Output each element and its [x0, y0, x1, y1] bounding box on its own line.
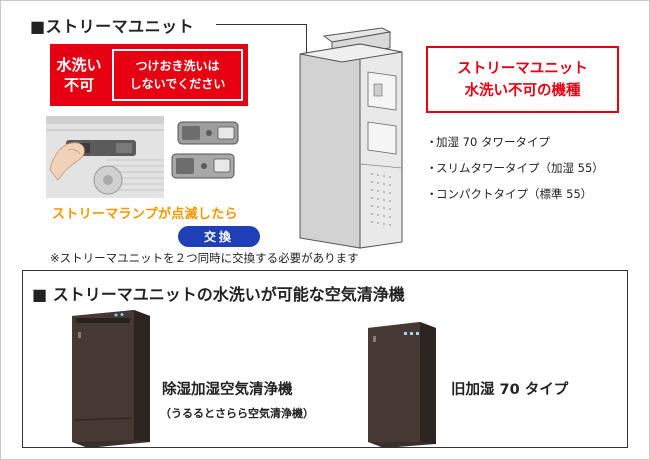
dehumidifying-air-purifier-image — [72, 310, 150, 448]
callout-line — [216, 24, 306, 25]
lamp-blinking-text: ストリーマランプが点滅したら — [52, 207, 238, 222]
list-item: ・スリムタワータイプ（加湿 55） — [426, 155, 604, 181]
product-2-label: 旧加湿 70 タイプ — [451, 382, 569, 398]
tower-air-purifier-illustration — [299, 27, 403, 249]
replace-both-note: ※ストリーマユニットを２つ同時に交換する必要があります — [50, 251, 359, 265]
product-1-label: 除湿加湿空気清浄機 — [162, 382, 293, 398]
no-wash-models-box: ストリーマユニット 水洗い不可の機種 — [426, 46, 619, 113]
no-wash-label: 水洗い 不可 — [50, 44, 108, 106]
streamer-unit-section-title: ■ストリーマユニット — [30, 17, 195, 36]
no-wash-models-line2: 水洗い不可の機種 — [464, 82, 581, 99]
model-name: スリムタワータイプ（加湿 55） — [436, 161, 604, 175]
no-wash-label-line2: 不可 — [63, 76, 94, 94]
bullet: ・ — [426, 135, 438, 149]
exchange-badge: 交換 — [178, 226, 260, 247]
model-name: コンパクトタイプ（標準 55） — [436, 187, 593, 201]
bullet: ・ — [426, 161, 438, 175]
no-wash-warning-box: 水洗い 不可 つけおき洗いは しないでください — [50, 44, 248, 106]
no-soak-notice: つけおき洗いは しないでください — [112, 49, 243, 101]
product-1-sublabel: （うるるとさらら空気清浄機） — [160, 407, 314, 420]
spare-unit-2 — [171, 153, 235, 179]
list-item: ・加湿 70 タワータイプ — [426, 129, 604, 155]
no-soak-notice-line1: つけおき洗いは — [135, 59, 220, 73]
model-name: 加湿 70 タワータイプ — [436, 135, 550, 149]
washable-models-box — [22, 270, 628, 448]
no-wash-models-line1: ストリーマユニット — [457, 60, 588, 77]
no-soak-notice-line2: しないでください — [129, 77, 226, 91]
no-wash-model-list: ・加湿 70 タワータイプ ・スリムタワータイプ（加湿 55） ・コンパクトタイ… — [426, 129, 604, 207]
bullet: ・ — [426, 187, 438, 201]
spare-unit-1 — [177, 121, 239, 145]
washable-models-section-title: ■ ストリーマユニットの水洗いが可能な空気清浄機 — [32, 285, 405, 304]
unit-removal-photo — [46, 110, 251, 198]
old-humidifying-70-image — [368, 322, 436, 448]
no-wash-label-line1: 水洗い — [56, 56, 102, 74]
list-item: ・コンパクトタイプ（標準 55） — [426, 181, 604, 207]
